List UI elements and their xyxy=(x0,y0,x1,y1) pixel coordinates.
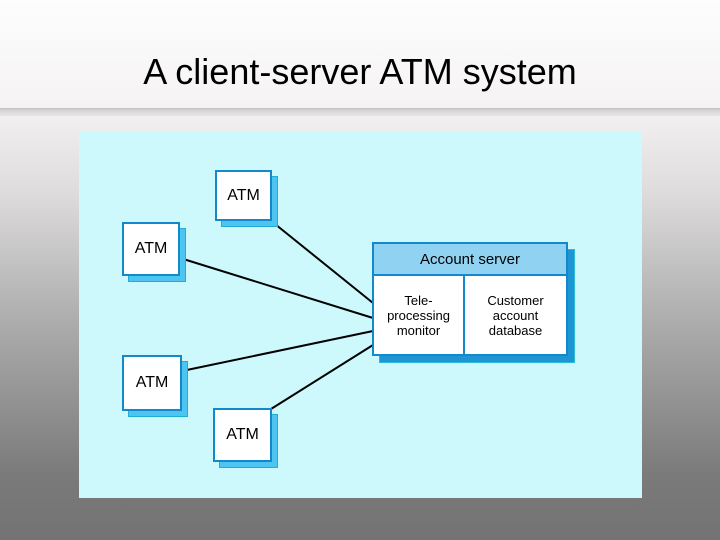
atm-label: ATM xyxy=(134,240,168,257)
teleprocessing-monitor-cell: Tele- processing monitor xyxy=(374,276,465,354)
atm-node-top: ATM xyxy=(215,170,278,227)
atm-label: ATM xyxy=(135,374,169,391)
account-server-node: Account server Tele- processing monitor … xyxy=(372,242,575,363)
account-server-body: Tele- processing monitor Customer accoun… xyxy=(374,276,566,354)
account-server-header: Account server xyxy=(374,244,566,276)
atm-box: ATM xyxy=(122,355,182,411)
atm-node-bottom-center: ATM xyxy=(213,408,278,468)
customer-account-database-line3: database xyxy=(488,322,543,338)
teleprocessing-monitor-line3: monitor xyxy=(396,322,441,338)
teleprocessing-monitor-line2: processing xyxy=(387,307,450,323)
atm-label: ATM xyxy=(227,186,260,204)
account-server-box: Account server Tele- processing monitor … xyxy=(372,242,568,356)
atm-box: ATM xyxy=(215,170,272,221)
atm-node-left: ATM xyxy=(122,222,186,282)
customer-account-database-line1: Customer xyxy=(487,292,544,308)
atm-box: ATM xyxy=(122,222,180,276)
teleprocessing-monitor-line1: Tele- xyxy=(404,292,433,308)
customer-account-database-line2: account xyxy=(492,307,539,323)
title-divider xyxy=(0,108,720,116)
atm-node-bottom-left: ATM xyxy=(122,355,188,417)
customer-account-database-cell: Customer account database xyxy=(465,276,566,354)
atm-label: ATM xyxy=(226,426,259,443)
atm-box: ATM xyxy=(213,408,272,462)
slide-title: A client-server ATM system xyxy=(143,51,577,92)
